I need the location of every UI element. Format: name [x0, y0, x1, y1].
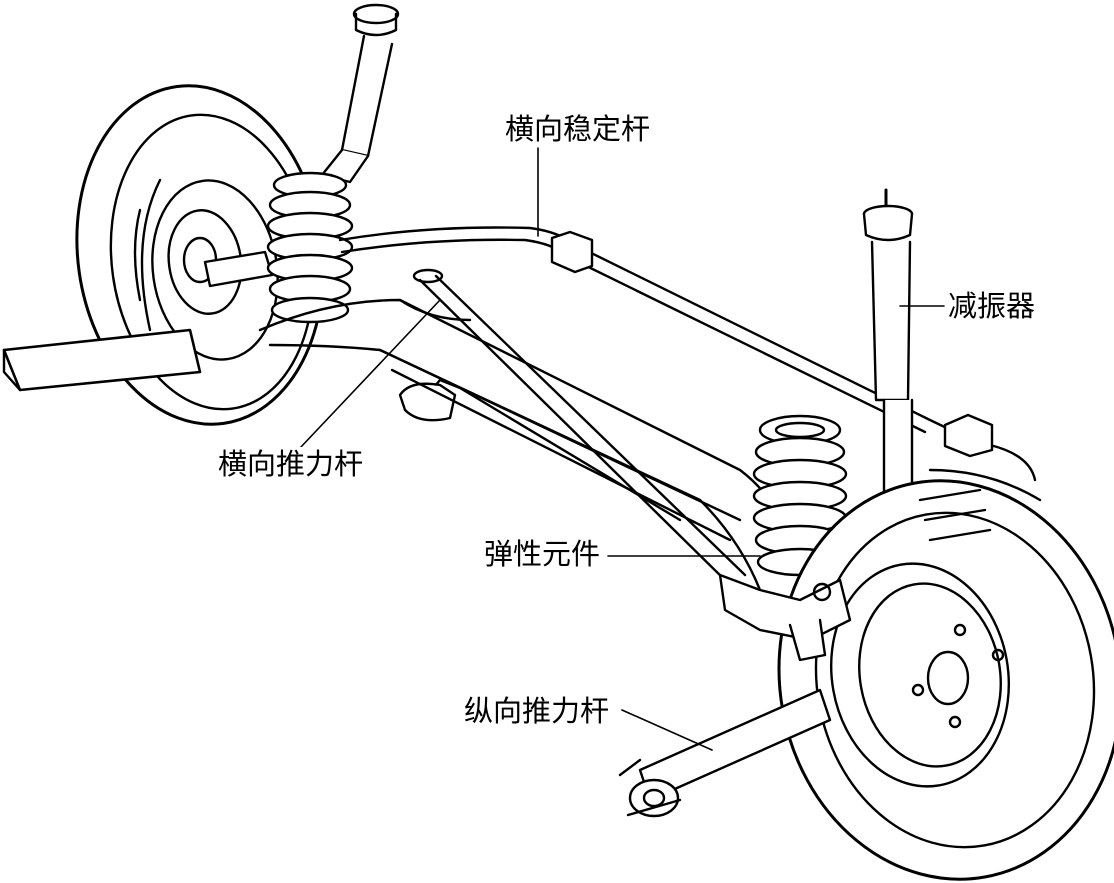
leader-trailing-arm: [621, 709, 713, 751]
left-axle-beam: [2, 250, 274, 392]
label-lateral-rod: 横向推力杆: [216, 447, 366, 481]
right-shock-absorber: [862, 188, 914, 562]
right-wheel: [777, 468, 1114, 881]
label-shock-absorber: 减振器: [946, 289, 1038, 323]
leader-lines: [299, 147, 945, 751]
trailing-arm: [618, 688, 832, 818]
label-stabilizer-bar: 横向稳定杆: [503, 112, 653, 146]
spring-seat: [718, 573, 852, 662]
leader-lateral-rod: [299, 299, 441, 449]
left-shock-absorber: [320, 3, 400, 184]
label-elastic-element: 弹性元件: [482, 537, 603, 571]
left-coil-spring: [266, 171, 354, 324]
stabilizer-bar: [338, 226, 1037, 482]
body-bracket: [378, 348, 742, 542]
label-trailing-arm: 纵向推力杆: [462, 694, 612, 728]
